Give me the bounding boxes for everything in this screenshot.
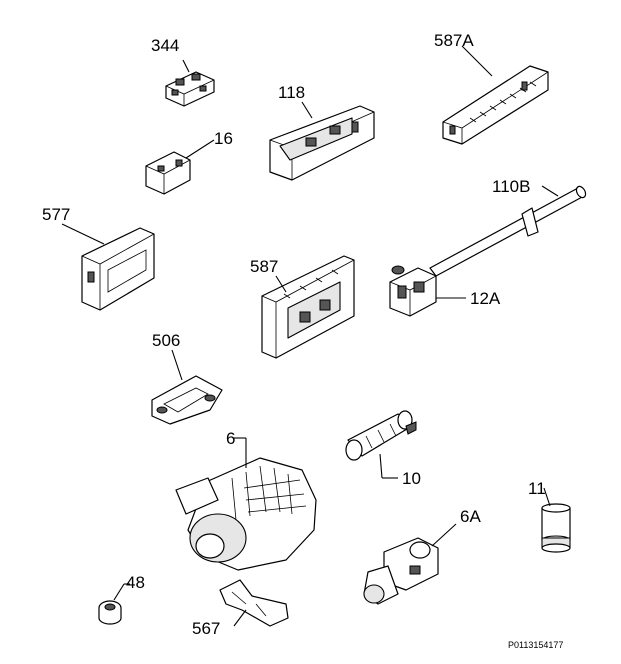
label-6A: 6A: [460, 507, 481, 526]
label-587: 587: [250, 257, 278, 276]
label-587A: 587A: [434, 31, 474, 50]
part-344-drawing: [165, 59, 215, 107]
label-110B: 110B: [492, 177, 530, 196]
part-577-drawing: [61, 223, 155, 311]
part-587A-drawing: [442, 45, 549, 145]
part-10-drawing: [345, 410, 417, 479]
label-12A: 12A: [470, 289, 501, 308]
label-11: 11: [528, 479, 546, 498]
label-48: 48: [126, 573, 145, 592]
part-118-drawing: [269, 101, 375, 181]
label-506: 506: [152, 331, 180, 350]
part-11-drawing: [541, 487, 571, 553]
part-6-drawing: [175, 437, 317, 571]
label-567: 567: [192, 619, 220, 638]
label-6: 6: [226, 429, 235, 448]
part-587-drawing: [261, 255, 355, 359]
part-110B-drawing: [429, 185, 587, 277]
diagram-reference-code: P0113154177: [508, 640, 563, 650]
label-577: 577: [42, 205, 70, 224]
part-48-drawing: [98, 583, 130, 625]
label-344: 344: [151, 36, 179, 55]
part-506-drawing: [151, 349, 223, 425]
label-118: 118: [278, 83, 305, 102]
label-10: 10: [402, 469, 421, 488]
label-16: 16: [214, 129, 233, 148]
part-567-drawing: [219, 579, 289, 627]
part-16-drawing: [145, 139, 215, 195]
part-12A-drawing: [389, 265, 466, 317]
part-6A-drawing: [363, 523, 457, 605]
